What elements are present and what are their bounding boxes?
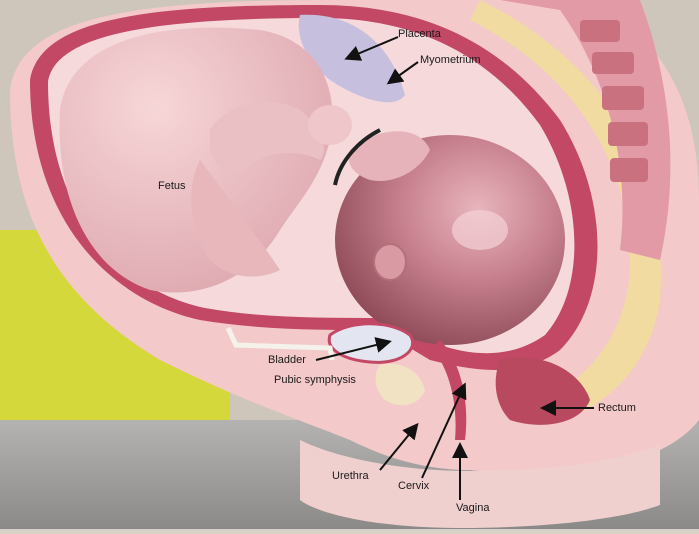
label-bladder: Bladder [268,354,306,367]
label-cervix: Cervix [398,480,429,493]
label-rectum: Rectum [598,402,636,415]
head-highlight [452,210,508,250]
label-pubic-symphysis: Pubic symphysis [274,374,356,387]
label-vagina: Vagina [456,502,489,515]
bladder [329,324,412,363]
label-myometrium: Myometrium [420,54,481,67]
label-fetus: Fetus [158,180,186,193]
fetus-ear [374,244,406,280]
fetus-hand [308,105,352,145]
label-urethra: Urethra [332,470,369,483]
label-placenta: Placenta [398,28,441,41]
